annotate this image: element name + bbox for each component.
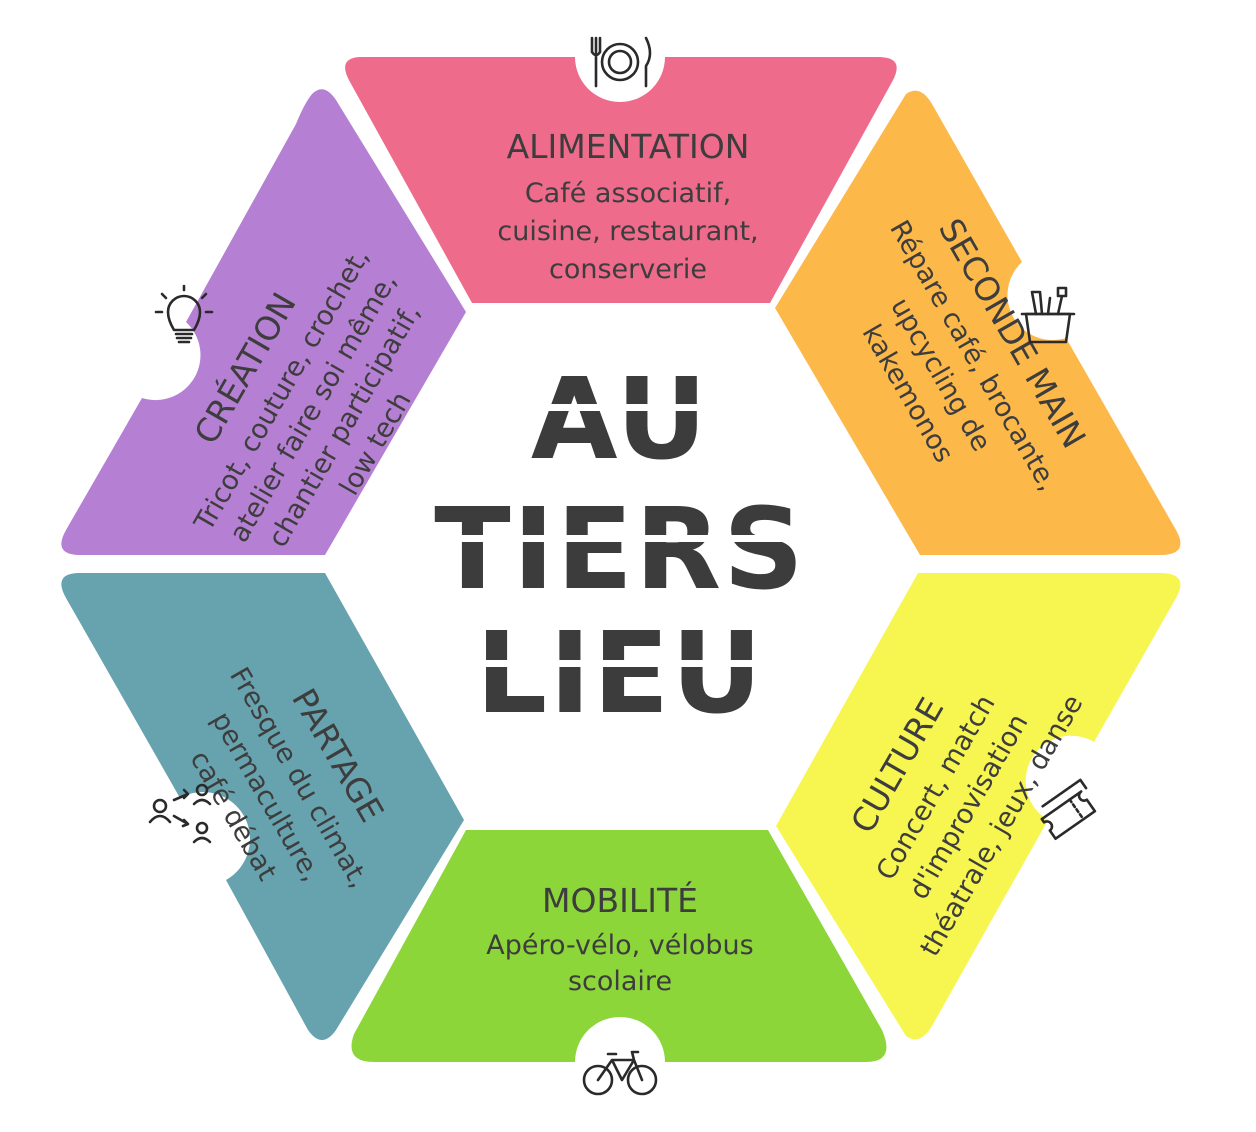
segment-seconde-main-shape (775, 90, 1181, 556)
stencil-gap-3 (480, 660, 760, 667)
segment-alimentation: ALIMENTATION Café associatif, cuisine, r… (345, 57, 897, 303)
segment-culture-shape (776, 573, 1181, 1040)
center-line-2: TIERS (434, 485, 805, 615)
segment-mobilite-line-1: Apéro-vélo, vélobus (486, 930, 753, 961)
lightbulb-icon (154, 284, 214, 344)
center-hexagon: AU TIERS LIEU (331, 305, 911, 826)
center-line-3: LIEU (476, 609, 765, 739)
segment-culture: CULTURE Concert, match d'improvisation t… (776, 573, 1181, 1040)
center-hexagon-shape (331, 305, 911, 826)
segment-alimentation-label: ALIMENTATION Café associatif, cuisine, r… (497, 127, 758, 285)
stencil-gap-1 (520, 404, 730, 411)
segment-alimentation-line-2: cuisine, restaurant, (497, 216, 758, 247)
stencil-gap-2 (460, 535, 790, 542)
tickets-icon (1040, 778, 1097, 841)
fork-plate-knife-icon (590, 36, 652, 88)
segment-mobilite: MOBILITÉ Apéro-vélo, vélobus scolaire (351, 830, 887, 1062)
segment-mobilite-line-2: scolaire (568, 966, 672, 997)
toolbox-icon (1020, 286, 1076, 344)
segment-alimentation-title: ALIMENTATION (507, 127, 750, 166)
bicycle-icon (582, 1050, 658, 1096)
segment-alimentation-line-1: Café associatif, (525, 178, 731, 209)
center-line-1: AU (531, 355, 709, 485)
people-sharing-icon (148, 783, 212, 844)
segment-creation-shape (61, 89, 466, 555)
segment-mobilite-shape (351, 830, 887, 1062)
segment-alimentation-line-3: conserverie (549, 254, 707, 285)
segment-mobilite-title: MOBILITÉ (542, 880, 698, 920)
segment-mobilite-label: MOBILITÉ Apéro-vélo, vélobus scolaire (486, 880, 753, 997)
segment-partage: PARTAGE Fresque du climat, permaculture,… (61, 573, 464, 1040)
segment-alimentation-shape (345, 57, 897, 303)
segment-partage-shape (61, 573, 464, 1040)
